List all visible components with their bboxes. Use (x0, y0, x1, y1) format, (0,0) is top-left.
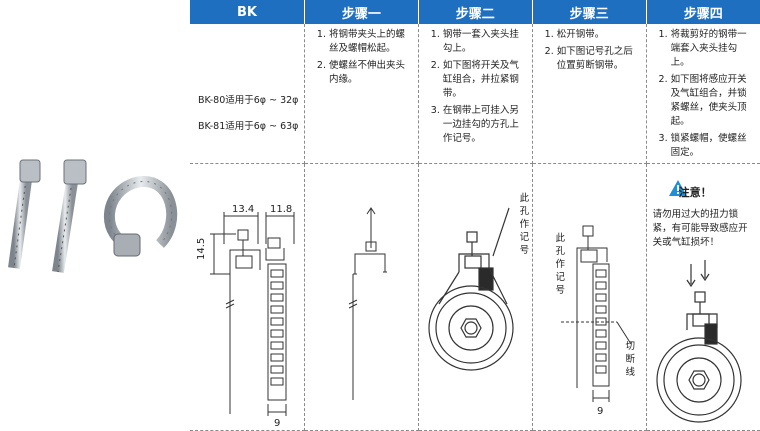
header-step3: 步骤三 (532, 0, 647, 24)
step2-drawing-cell: 此孔作记号 (418, 163, 533, 431)
dim-width-b: 11.8 (270, 204, 292, 215)
model-bk80: BK-80适用于6φ ~ 32φ (198, 95, 299, 106)
step3-item: 如下图记号孔之后位置剪断钢带。 (557, 45, 640, 73)
warning-title: 注意！ (678, 186, 712, 199)
header-bk: BK (190, 0, 305, 24)
band-1 (8, 159, 41, 269)
header-row: BK 步骤一 步骤二 步骤三 步骤四 (190, 0, 760, 24)
mark-hole-label: 此孔作记号 (519, 193, 530, 256)
step2-item: 钢带一套入夹头挂勾上。 (443, 28, 526, 56)
step1-text: 将钢带夹头上的螺丝及螺帽松起。 使螺丝不伸出夹头内缘。 (304, 24, 419, 164)
step4-drawing-cell: 注意！ 请勿用过大的扭力锁紧，有可能导致感应开关或气缸损坏！ (646, 163, 760, 431)
warning-icon (656, 180, 742, 423)
text-row: BK-80适用于6φ ~ 32φ BK-81适用于6φ ~ 63φ 将钢带夹头上… (190, 24, 760, 164)
step1-drawing (348, 207, 387, 400)
band-3 (103, 176, 178, 257)
step3-text: 松开钢带。 如下图记号孔之后位置剪断钢带。 (532, 24, 647, 164)
step2-item: 如下图将开关及气缸组合，并拉紧钢带。 (443, 59, 526, 101)
step3-drawing-cell: 9 此孔作记号 切断线 (532, 163, 647, 431)
step1-drawing-cell (304, 163, 419, 431)
header-step2: 步骤二 (418, 0, 533, 24)
header-step4: 步骤四 (646, 0, 760, 24)
step1-item: 将钢带夹头上的螺丝及螺帽松起。 (329, 28, 412, 56)
warning-text: 请勿用过大的扭力锁紧，有可能导致感应开关或气缸损坏！ (652, 209, 748, 248)
model-bk81: BK-81适用于6φ ~ 63φ (198, 121, 299, 132)
band-2 (52, 159, 87, 273)
step4-text: 将裁剪好的钢带一端套入夹头挂勾上。 如下图将感应开关及气缸组合，并锁紧螺丝，使夹… (646, 24, 760, 164)
dim-height: 14.5 (196, 238, 207, 260)
models-cell: BK-80适用于6φ ~ 32φ BK-81适用于6φ ~ 63φ (190, 24, 305, 164)
clamp-band-illustration (8, 159, 178, 273)
step3-item: 松开钢带。 (557, 28, 640, 42)
step4-item: 如下图将感应开关及气缸组合，并锁紧螺丝，使夹头顶起。 (671, 73, 754, 129)
step4-item: 将裁剪好的钢带一端套入夹头挂勾上。 (671, 28, 754, 70)
dimension-drawing: 13.4 11.8 14.5 9 (196, 204, 295, 429)
spec-table: BK 步骤一 步骤二 步骤三 步骤四 BK-80适用于6φ ~ 32φ BK-8… (190, 0, 760, 431)
step2-drawing (428, 207, 514, 371)
dim-width-a: 13.4 (232, 204, 254, 215)
cut-line-label: 切断线 (625, 341, 635, 378)
step3-drawing: 9 (560, 225, 632, 417)
step4-drawing (656, 260, 742, 423)
mark-hole-label-step3: 此孔作记号 (555, 233, 565, 296)
product-photo (0, 0, 190, 424)
step4-item: 锁紧螺帽，使螺丝固定。 (671, 132, 754, 160)
dim-band-step3: 9 (597, 406, 603, 417)
header-step1: 步骤一 (304, 0, 419, 24)
step2-text: 钢带一套入夹头挂勾上。 如下图将开关及气缸组合，并拉紧钢带。 在钢带上可挂入另一… (418, 24, 533, 164)
step2-item: 在钢带上可挂入另一边挂勾的方孔上作记号。 (443, 104, 526, 146)
drawing-row: 13.4 11.8 14.5 9 (190, 163, 760, 431)
step1-item: 使螺丝不伸出夹头内缘。 (329, 59, 412, 87)
dimension-drawing-cell: 13.4 11.8 14.5 9 (190, 163, 305, 431)
